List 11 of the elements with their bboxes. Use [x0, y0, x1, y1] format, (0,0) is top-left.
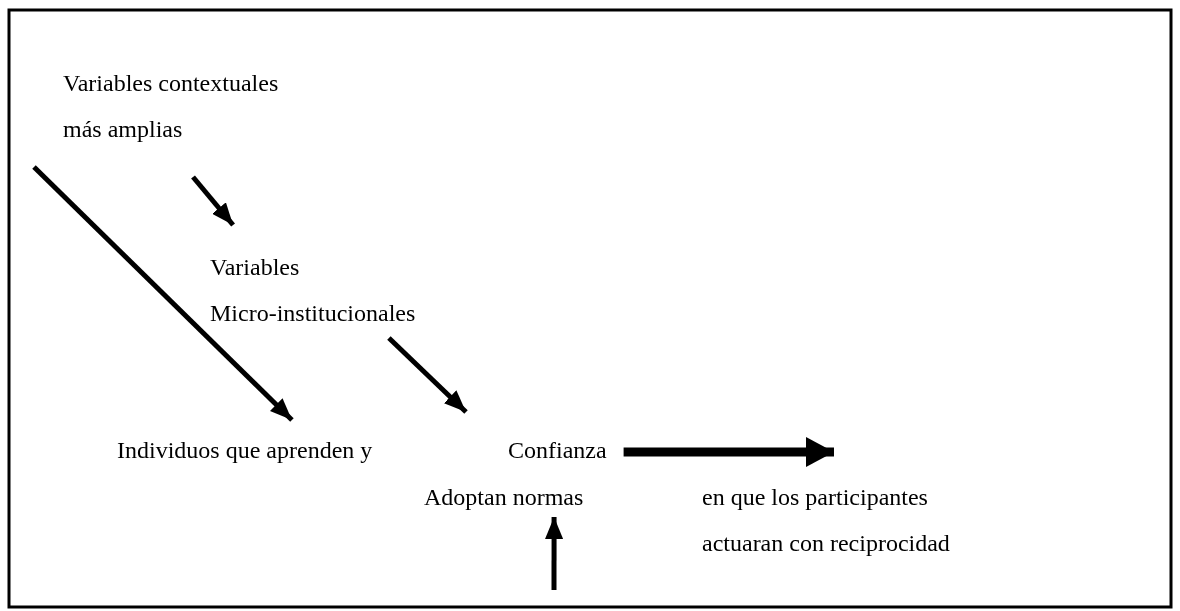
node-label: Confianza — [508, 436, 608, 465]
arrow — [545, 517, 564, 590]
arrow — [191, 175, 235, 227]
node-label: Individuos que aprenden y — [117, 436, 374, 465]
arrow — [387, 336, 468, 414]
node-label: Variables contextuales más amplias — [63, 69, 280, 144]
arrow — [32, 165, 294, 422]
arrow — [623, 437, 834, 467]
node-label: Variables Micro-institucionales — [210, 253, 417, 328]
text-label: en que los participantes actuaran con reciprocidad — [702, 483, 951, 558]
node-label: Adoptan normas — [424, 483, 585, 512]
